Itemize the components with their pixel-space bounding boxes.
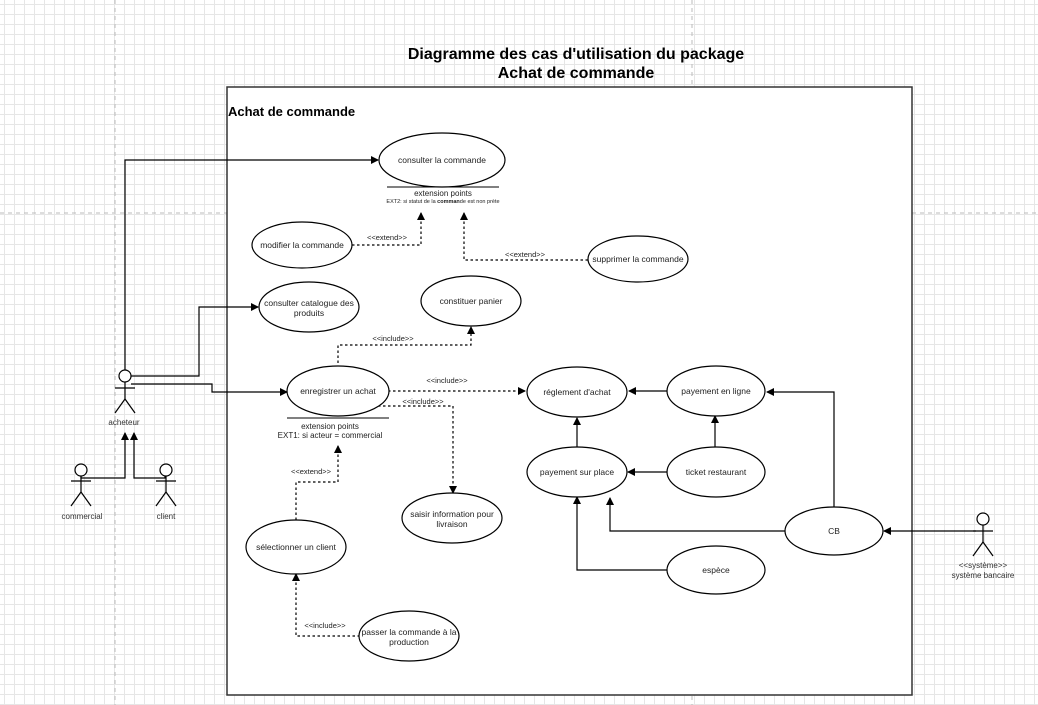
stereotype-extend-modifier: <<extend>> bbox=[367, 233, 408, 242]
extension-point-ext1: EXT1: si acteur = commercial bbox=[278, 431, 383, 440]
assoc-acheteur-enregistrer[interactable] bbox=[131, 383, 288, 396]
stereotype-extend-supprimer: <<extend>> bbox=[505, 250, 546, 259]
include-enregistrer-panier[interactable] bbox=[337, 326, 475, 368]
stereotype-include-passer: <<include>> bbox=[304, 621, 346, 630]
use-case-enregistrer-achat[interactable]: enregistrer un achat bbox=[286, 365, 390, 417]
extend-supprimer-consulter[interactable] bbox=[460, 212, 588, 261]
use-case-espece[interactable]: espèce bbox=[666, 545, 766, 595]
use-case-label-line2: production bbox=[389, 637, 429, 647]
use-case-cb[interactable]: CB bbox=[784, 506, 884, 556]
use-case-label: réglement d'achat bbox=[543, 387, 611, 397]
use-case-label-line1: saisir information pour bbox=[410, 509, 494, 519]
diagram-title-line2: Achat de commande bbox=[498, 65, 655, 82]
extension-points-heading: extension points bbox=[414, 189, 472, 198]
actor-acheteur[interactable]: acheteur bbox=[108, 369, 140, 427]
gen-cb-payement-ligne[interactable] bbox=[766, 388, 835, 509]
extend-modifier-consulter[interactable] bbox=[352, 212, 425, 246]
use-case-label-line1: passer la commande à la bbox=[362, 627, 457, 637]
actor-label: commercial bbox=[62, 512, 103, 521]
use-case-label: sélectionner un client bbox=[256, 542, 336, 552]
use-case-label-line2: produits bbox=[294, 308, 324, 318]
actor-label: acheteur bbox=[108, 418, 139, 427]
use-case-label: payement en ligne bbox=[681, 386, 751, 396]
actor-commercial[interactable]: commercial bbox=[62, 463, 103, 521]
use-case-label: CB bbox=[828, 526, 840, 536]
use-case-label-line1: consulter catalogue des bbox=[264, 298, 354, 308]
use-case-label-line2: livraison bbox=[436, 519, 467, 529]
stereotype-extend-selectionner: <<extend>> bbox=[291, 467, 332, 476]
actor-stereotype: <<système>> bbox=[959, 561, 1008, 570]
generalization-commercial[interactable] bbox=[80, 432, 129, 479]
actor-systeme-bancaire[interactable]: <<système>> système bancaire bbox=[952, 512, 1015, 580]
stereotype-include-panier: <<include>> bbox=[372, 334, 414, 343]
use-case-label: espèce bbox=[702, 565, 730, 575]
stereotype-include-reglement: <<include>> bbox=[426, 376, 468, 385]
use-case-supprimer-commande[interactable]: supprimer la commande bbox=[587, 235, 689, 283]
include-enregistrer-saisir[interactable] bbox=[378, 405, 457, 494]
use-case-selectionner-client[interactable]: sélectionner un client bbox=[245, 519, 347, 575]
use-case-label: enregistrer un achat bbox=[300, 386, 376, 396]
assoc-acheteur-catalogue[interactable] bbox=[131, 303, 259, 377]
use-case-reglement-achat[interactable]: réglement d'achat bbox=[526, 366, 628, 418]
actor-label: système bancaire bbox=[952, 571, 1015, 580]
extension-point-ext2: EXT2: si statut de la commande est non p… bbox=[386, 199, 499, 205]
use-case-passer-production[interactable]: passer la commande à la production bbox=[358, 610, 460, 662]
use-case-label: consulter la commande bbox=[398, 155, 486, 165]
gen-cb-payement-place[interactable] bbox=[606, 497, 786, 532]
actor-label: client bbox=[157, 512, 176, 521]
actor-client[interactable]: client bbox=[155, 463, 177, 521]
use-case-saisir-livraison[interactable]: saisir information pour livraison bbox=[401, 492, 503, 544]
use-case-label: modifier la commande bbox=[260, 240, 344, 250]
use-case-constituer-panier[interactable]: constituer panier bbox=[420, 275, 522, 327]
use-case-consulter-commande[interactable]: consulter la commande bbox=[378, 132, 506, 188]
use-case-label: constituer panier bbox=[440, 296, 503, 306]
use-case-label: supprimer la commande bbox=[592, 254, 683, 264]
use-case-modifier-commande[interactable]: modifier la commande bbox=[251, 221, 353, 269]
gen-espece-payement-place[interactable] bbox=[573, 496, 668, 571]
use-case-payement-en-ligne[interactable]: payement en ligne bbox=[666, 365, 766, 417]
include-passer-selectionner[interactable] bbox=[292, 573, 360, 637]
use-case-label: payement sur place bbox=[540, 467, 614, 477]
use-case-ticket-restaurant[interactable]: ticket restaurant bbox=[666, 446, 766, 498]
package-name: Achat de commande bbox=[228, 104, 355, 119]
use-case-label: ticket restaurant bbox=[686, 467, 747, 477]
diagram-title-line1: Diagramme des cas d'utilisation du packa… bbox=[408, 46, 744, 63]
extension-points-heading: extension points bbox=[301, 422, 359, 431]
use-case-payement-sur-place[interactable]: payement sur place bbox=[526, 446, 628, 498]
assoc-acheteur-consulter[interactable] bbox=[124, 156, 379, 370]
use-case-consulter-catalogue[interactable]: consulter catalogue des produits bbox=[258, 281, 360, 333]
stereotype-include-saisir: <<include>> bbox=[402, 397, 444, 406]
